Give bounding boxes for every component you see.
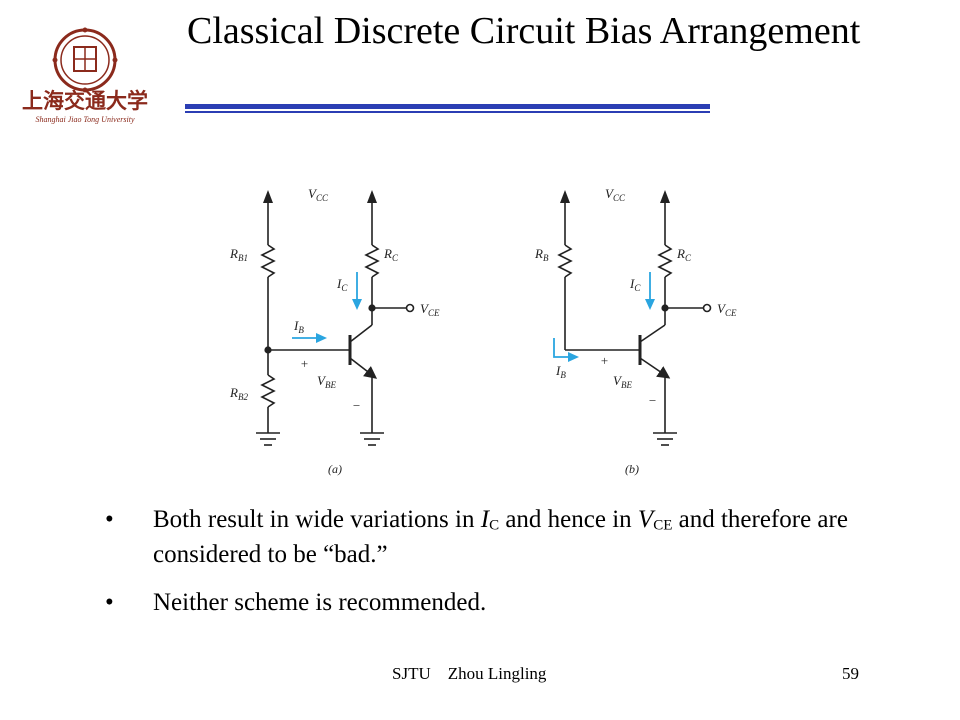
ic-arrowhead-a	[352, 299, 362, 310]
vce-label-a: VCE	[420, 301, 440, 318]
rb1-label: RB1	[229, 246, 248, 263]
minus-label-a: −	[352, 398, 361, 413]
caption-b: (b)	[625, 462, 639, 476]
bullet-icon: •	[105, 589, 114, 617]
minus-label-b: −	[648, 393, 657, 408]
rb-label-b: RB	[534, 246, 549, 263]
ib-arrow-b	[553, 338, 572, 358]
plus-label-a: +	[300, 356, 309, 371]
crest-icon	[52, 27, 118, 93]
plus-label-b: +	[600, 353, 609, 368]
page-number: 59	[842, 664, 859, 683]
vbe-label-a: VBE	[317, 373, 336, 390]
vbe-label-b: VBE	[613, 373, 632, 390]
ic-label-a: IC	[336, 276, 348, 293]
logo-text: 上海交通大学	[22, 88, 148, 113]
title-underline-thin	[185, 111, 710, 113]
circuit-b	[557, 190, 712, 446]
vcc-label-a: VCC	[308, 186, 329, 203]
slide-title: Classical Discrete Circuit Bias Arrangem…	[187, 10, 861, 52]
title-underline	[185, 104, 710, 109]
rc-label-b: RC	[676, 246, 692, 263]
ic-arrowhead-b	[645, 299, 655, 310]
rc-label-a: RC	[383, 246, 399, 263]
caption-a: (a)	[328, 462, 342, 476]
bullet-list: • Both result in wide variations in IC a…	[105, 505, 865, 636]
bullet-icon: •	[105, 506, 114, 533]
vce-label-b: VCE	[717, 301, 737, 318]
ib-arrowhead-b	[568, 352, 579, 362]
bias-circuits-diagram: VCC RB1 RC IC VCE IB + VBE − RB2 (a)	[229, 186, 737, 476]
university-logo: 上海交通大学 Shanghai Jiao Tong University	[22, 27, 148, 124]
ib-label-a: IB	[293, 318, 304, 335]
vcc-label-b: VCC	[605, 186, 626, 203]
rb2-label: RB2	[229, 385, 248, 402]
ib-label-b: IB	[555, 363, 566, 380]
ic-label-b: IC	[629, 276, 641, 293]
bullet-item-variations: • Both result in wide variations in IC a…	[105, 506, 848, 569]
bullet-item-recommendation: • Neither scheme is recommended.	[105, 589, 487, 617]
logo-subtext: Shanghai Jiao Tong University	[35, 115, 134, 124]
footer-author: SJTU Zhou Lingling	[392, 664, 547, 683]
circuit-a	[256, 190, 415, 446]
ib-arrowhead-a	[316, 333, 327, 343]
